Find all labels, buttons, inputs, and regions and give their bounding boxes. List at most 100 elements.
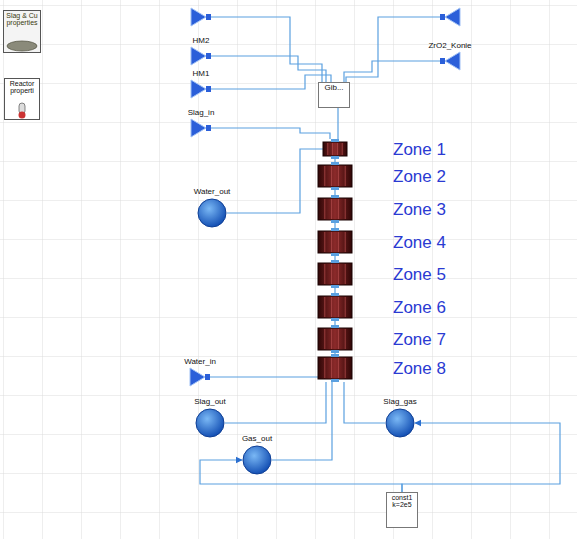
sink-circle: [243, 446, 271, 474]
port-symbol: [331, 156, 339, 159]
property-icon: Slag & Cu properties: [3, 10, 41, 53]
component-label: ZrO2_Konie: [428, 42, 471, 50]
zone-stripe: [324, 297, 325, 317]
zone-stripe: [331, 329, 332, 349]
connection-line: [200, 460, 402, 492]
parameter-text: const1: [392, 494, 413, 501]
fluid-sink: Slag_gas: [385, 408, 415, 438]
zone-stripe: [324, 166, 325, 186]
port-symbol: [331, 350, 339, 353]
zone-body: [318, 198, 352, 220]
zone-label: Zone 4: [393, 234, 446, 251]
sink-circle: [198, 199, 226, 227]
zone-stripe: [338, 166, 339, 186]
zone-label: Zone 1: [393, 141, 446, 158]
node-outline: [318, 260, 352, 288]
sink-circle: [386, 409, 414, 437]
zone-stripe: [331, 199, 332, 219]
zone-label: Zone 8: [393, 360, 446, 377]
zone-stripe: [331, 264, 332, 284]
port-symbol: [206, 14, 211, 20]
text-holder: const1k=2e5: [386, 492, 418, 511]
zone-stripe: [338, 264, 339, 284]
icon-frame: [4, 11, 41, 53]
zone-body: [318, 357, 352, 379]
zone-stripe: [338, 329, 339, 349]
connection-line: [225, 382, 326, 423]
fluid-sink: Water_out: [197, 198, 227, 228]
zone-stripe: [331, 297, 332, 317]
gibbs-block: Gib...: [318, 82, 350, 108]
zone-stripe: [327, 143, 328, 155]
connection-line: [334, 321, 335, 325]
icon-caption: Reactor properti: [6, 80, 38, 95]
zone-body: [318, 165, 352, 187]
component-label: Slag_gas: [383, 398, 416, 406]
zone-label: Zone 6: [393, 299, 446, 316]
connection-line: [334, 190, 335, 195]
reactor-zone: Zone 1: [323, 139, 347, 159]
block-name: Gib...: [324, 84, 343, 92]
port-symbol: [440, 14, 445, 20]
zone-stripe: [331, 232, 332, 252]
zone-body: [318, 231, 352, 253]
zone-label: Zone 3: [393, 201, 446, 218]
fluid-source: Slag_in: [191, 119, 211, 137]
port-symbol: [331, 139, 339, 142]
sink-circle: [196, 409, 224, 437]
node-outline: [242, 445, 272, 475]
zone-stripe: [345, 264, 346, 284]
zone-body: [318, 296, 352, 318]
text-holder: Slag & Cu properties: [3, 10, 41, 29]
port-symbol: [331, 325, 339, 328]
reactor-zone: Zone 4: [318, 228, 352, 256]
node-outline: [323, 139, 347, 159]
port-symbol: [331, 195, 339, 198]
port-symbol: [331, 187, 339, 190]
connection-line: [334, 288, 335, 293]
port-symbol: [331, 260, 339, 263]
zone-stripe: [324, 358, 325, 378]
port-symbol: [331, 354, 339, 357]
zone-stripe: [345, 329, 346, 349]
zone-stripe: [345, 199, 346, 219]
zone-stripe: [324, 232, 325, 252]
connection-line: [272, 382, 332, 460]
node-outline: [318, 293, 352, 321]
node-outline: [191, 47, 211, 65]
reactor-zone: Zone 7: [318, 325, 352, 353]
node-outline: [318, 228, 352, 256]
connection-line: [337, 108, 338, 139]
node-outline: [318, 162, 352, 190]
node-outline: [191, 119, 211, 137]
connection-line: [402, 423, 560, 492]
zone-label: Zone 2: [393, 168, 446, 185]
connection-line: [344, 382, 385, 423]
component-label: Gas_out: [242, 435, 272, 443]
connection-line: [334, 353, 335, 354]
zone-stripe: [345, 297, 346, 317]
fluid-source: ZrO2_Konie: [440, 52, 460, 70]
block-outline: [319, 83, 350, 108]
connection-line: [227, 149, 323, 213]
zone-label: Zone 5: [393, 266, 446, 283]
port-symbol: [206, 53, 211, 59]
zone-stripe: [331, 358, 332, 378]
reactor-zone: Zone 2: [318, 162, 352, 190]
zone-body: [323, 142, 347, 156]
text-holder: Gib...: [318, 82, 350, 94]
constant-block: [387, 493, 418, 528]
component-label: HM2: [193, 37, 210, 45]
source-symbol: [445, 8, 460, 26]
port-symbol: [331, 228, 339, 231]
zone-stripe: [338, 199, 339, 219]
zone-stripe: [337, 143, 338, 155]
port-symbol: [331, 220, 339, 223]
property-icon: Reactor properti: [4, 78, 40, 120]
zone-stripe: [342, 143, 343, 155]
node-outline: [440, 52, 460, 70]
node-outline: [385, 408, 415, 438]
port-symbol: [206, 86, 211, 92]
